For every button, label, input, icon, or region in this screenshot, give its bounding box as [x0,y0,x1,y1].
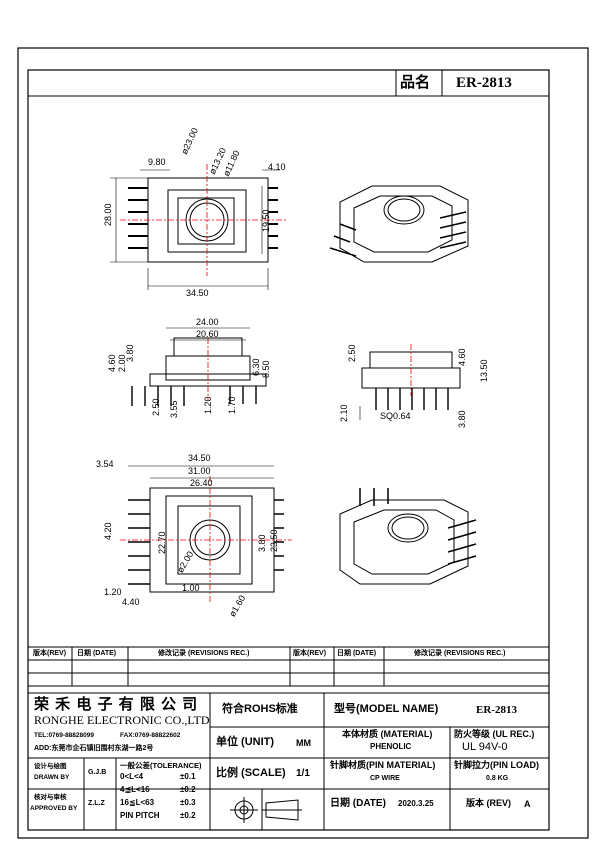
company-name-en: RONGHE ELECTRONIC CO.,LTD [34,713,210,727]
date-value: 2020.3.25 [398,799,434,808]
dim-front-3-55: 3.55 [169,400,179,418]
dim-front-24: 24.00 [196,317,219,327]
revision-table-grid [28,646,549,687]
drawn-label-cn: 设计与绘图 [34,763,67,770]
dim-side-3-80: 3.80 [457,410,467,428]
dim-side-sq0-64: SQ0.64 [380,411,411,421]
dim-bottom-4-20: 4.20 [103,522,113,540]
pin-load-label: 针脚拉力(PIN LOAD) [454,760,539,770]
top-view-drawing [110,164,286,290]
dim-top-9-80: 9.80 [148,157,166,167]
dim-bottom-4-40: 4.40 [122,597,140,607]
material-value: PHENOLIC [370,742,412,751]
bottom-view-drawing [120,465,292,604]
company-fax: FAX:0769-88822602 [120,732,181,739]
checked-by-value: Z.L.Z [88,800,105,807]
scale-value: 1/1 [296,768,310,779]
dim-top-4-10: 4.10 [268,162,286,172]
tolerance-header: 一般公差(TOLERANCE) [120,761,202,770]
dim-top-19-50: 19.50 [261,209,271,232]
tolerance-value-4: ±0.2 [180,811,196,820]
tolerance-value-2: ±0.2 [180,785,196,794]
dim-side-2-50: 2.50 [347,344,357,362]
dim-bottom-34-50: 34.50 [188,453,211,463]
side-view-drawing [359,344,461,420]
tolerance-range-3: 16≦L<63 [120,798,155,807]
dim-front-3-80: 3.80 [125,344,135,362]
scale-label: 比例 (SCALE) [216,767,286,779]
material-label: 本体材质 (MATERIAL) [342,729,433,739]
model-label: 型号(MODEL NAME) [334,703,439,715]
date-label: 日期 (DATE) [330,798,386,809]
unit-label: 单位 (UNIT) [216,736,275,748]
outer-frame [17,47,589,839]
pin-material-value: CP WIRE [370,775,400,782]
product-value: ER-2813 [456,75,512,91]
rev-header-rec-1: 修改记录 (REVISIONS REC.) [158,650,250,657]
product-label: 品名 [400,74,431,91]
company-address: ADD:东莞市企石镇旧围村东湖一路2号 [34,745,154,752]
drawn-by-value: G.J.B [88,769,107,776]
tolerance-value-3: ±0.3 [180,798,196,807]
dim-front-1-20: 1.20 [203,396,213,414]
dim-bottom-23-50: 23.50 [269,529,279,552]
rev-header-date-1: 日期 (DATE) [77,650,117,657]
dim-bottom-1-20: 1.20 [104,587,122,597]
dim-front-1-70: 1.70 [227,396,237,414]
dim-top-34-50: 34.50 [186,288,209,298]
dim-side-13-50: 13.50 [479,359,489,382]
projection-symbol-icon [230,797,302,823]
tolerance-range-2: 4≦L<16 [120,785,150,794]
dim-front-2-50: 2.50 [151,398,161,416]
checked-label-en: APPROVED BY [30,805,78,812]
isometric-view-bottom [339,488,477,585]
rev-header-rev-2: 版本(REV) [293,650,327,657]
title-block-grid [28,692,549,830]
dim-side-4-60: 4.60 [457,348,467,366]
inner-frame [27,69,550,831]
rev-header-date-2: 日期 (DATE) [337,650,377,657]
dim-bottom-3-54: 3.54 [96,459,114,469]
pin-material-label: 针脚材质(PIN MATERIAL) [330,760,436,770]
isometric-view-top [329,185,469,263]
dim-front-20-60: 20.60 [196,329,219,339]
dim-front-8-50: 8.50 [261,360,271,378]
rev-header-rev-1: 版本(REV) [33,650,67,657]
dim-bottom-3-80: 3.80 [257,534,267,552]
unit-value: MM [296,738,311,748]
dim-top-28: 28.00 [103,203,113,226]
dim-front-6-30: 6.30 [251,358,261,376]
dim-bottom-22-70: 22.70 [157,531,167,554]
tolerance-range-1: 0<L<4 [120,772,144,781]
flame-value: UL 94V-0 [462,741,508,753]
rev-label: 版本 (REV) [466,798,512,808]
rev-value: A [524,799,531,809]
dim-bottom-26-40: 26.40 [190,478,213,488]
company-name-cn: 荣 禾 电 子 有 限 公 司 [34,696,199,713]
tolerance-range-4: PIN PITCH [120,811,160,820]
dim-bottom-31: 31.00 [188,466,211,476]
front-view-drawing [131,327,267,406]
company-tel: TEL:0769-88828099 [34,732,94,739]
tolerance-value-1: ±0.1 [180,772,196,781]
model-value: ER-2813 [476,704,517,716]
dim-front-4-60: 4.60 [107,354,117,372]
dim-bottom-1-00: 1.00 [182,583,200,593]
rev-header-rec-2: 修改记录 (REVISIONS REC.) [414,650,506,657]
drawn-label-en: DRAWN BY [34,774,70,781]
flame-label: 防火等级 (UL REC.) [454,729,535,739]
checked-label-cn: 核对与审核 [34,794,67,801]
dim-side-2-10: 2.10 [339,404,349,422]
pin-load-value: 0.8 KG [486,775,509,782]
rohs-statement: 符合ROHS标准 [222,703,298,715]
